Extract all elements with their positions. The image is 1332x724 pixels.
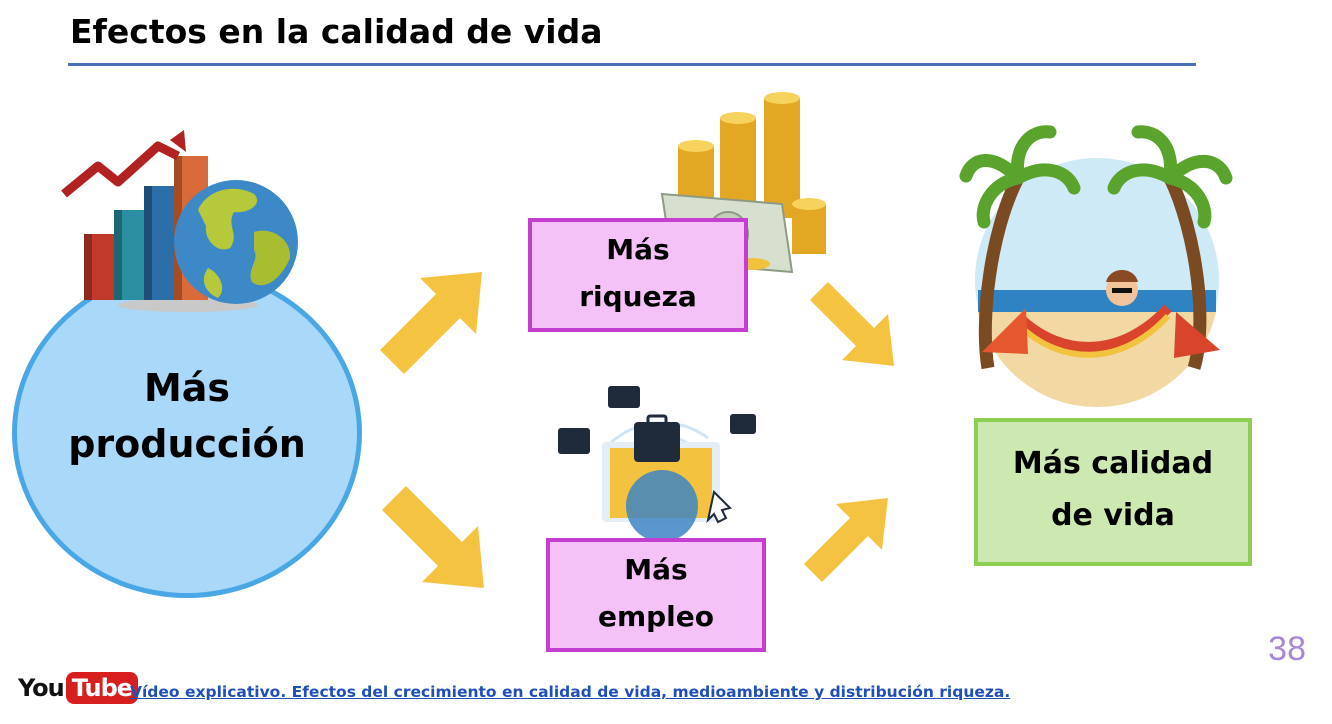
- beach-hammock-icon: [959, 125, 1233, 408]
- empleo-line2: empleo: [597, 600, 715, 633]
- job-laptop-briefcase-icon: [558, 386, 756, 542]
- produccion-line1: Más: [143, 366, 231, 410]
- video-link[interactable]: Vídeo explicativo. Efectos del crecimien…: [130, 683, 1011, 701]
- riqueza-line2: riqueza: [579, 280, 697, 313]
- youtube-logo-icon[interactable]: You Tube: [18, 672, 139, 704]
- calidad-box: Más calidad de vida: [974, 418, 1252, 566]
- arrow-riqueza-to-calidad: [810, 282, 894, 366]
- riqueza-box: Más riqueza: [528, 218, 748, 332]
- page-number: 38: [1268, 630, 1306, 668]
- title-underline: [68, 63, 1196, 66]
- produccion-label: Más producción: [12, 360, 362, 472]
- growth-chart-globe-icon: [61, 130, 298, 312]
- slide-title: Efectos en la calidad de vida: [70, 12, 603, 51]
- empleo-box: Más empleo: [546, 538, 766, 652]
- arrow-empleo-to-calidad: [804, 498, 888, 582]
- riqueza-line1: Más: [606, 233, 670, 266]
- calidad-line2: de vida: [1051, 498, 1175, 533]
- youtube-logo-tube: Tube: [65, 672, 139, 704]
- calidad-line1: Más calidad: [1012, 446, 1214, 481]
- produccion-line2: producción: [68, 422, 306, 466]
- empleo-line1: Más: [624, 553, 688, 586]
- arrow-to-riqueza: [380, 272, 482, 374]
- arrow-to-empleo: [382, 486, 484, 588]
- youtube-logo-you: You: [18, 674, 65, 702]
